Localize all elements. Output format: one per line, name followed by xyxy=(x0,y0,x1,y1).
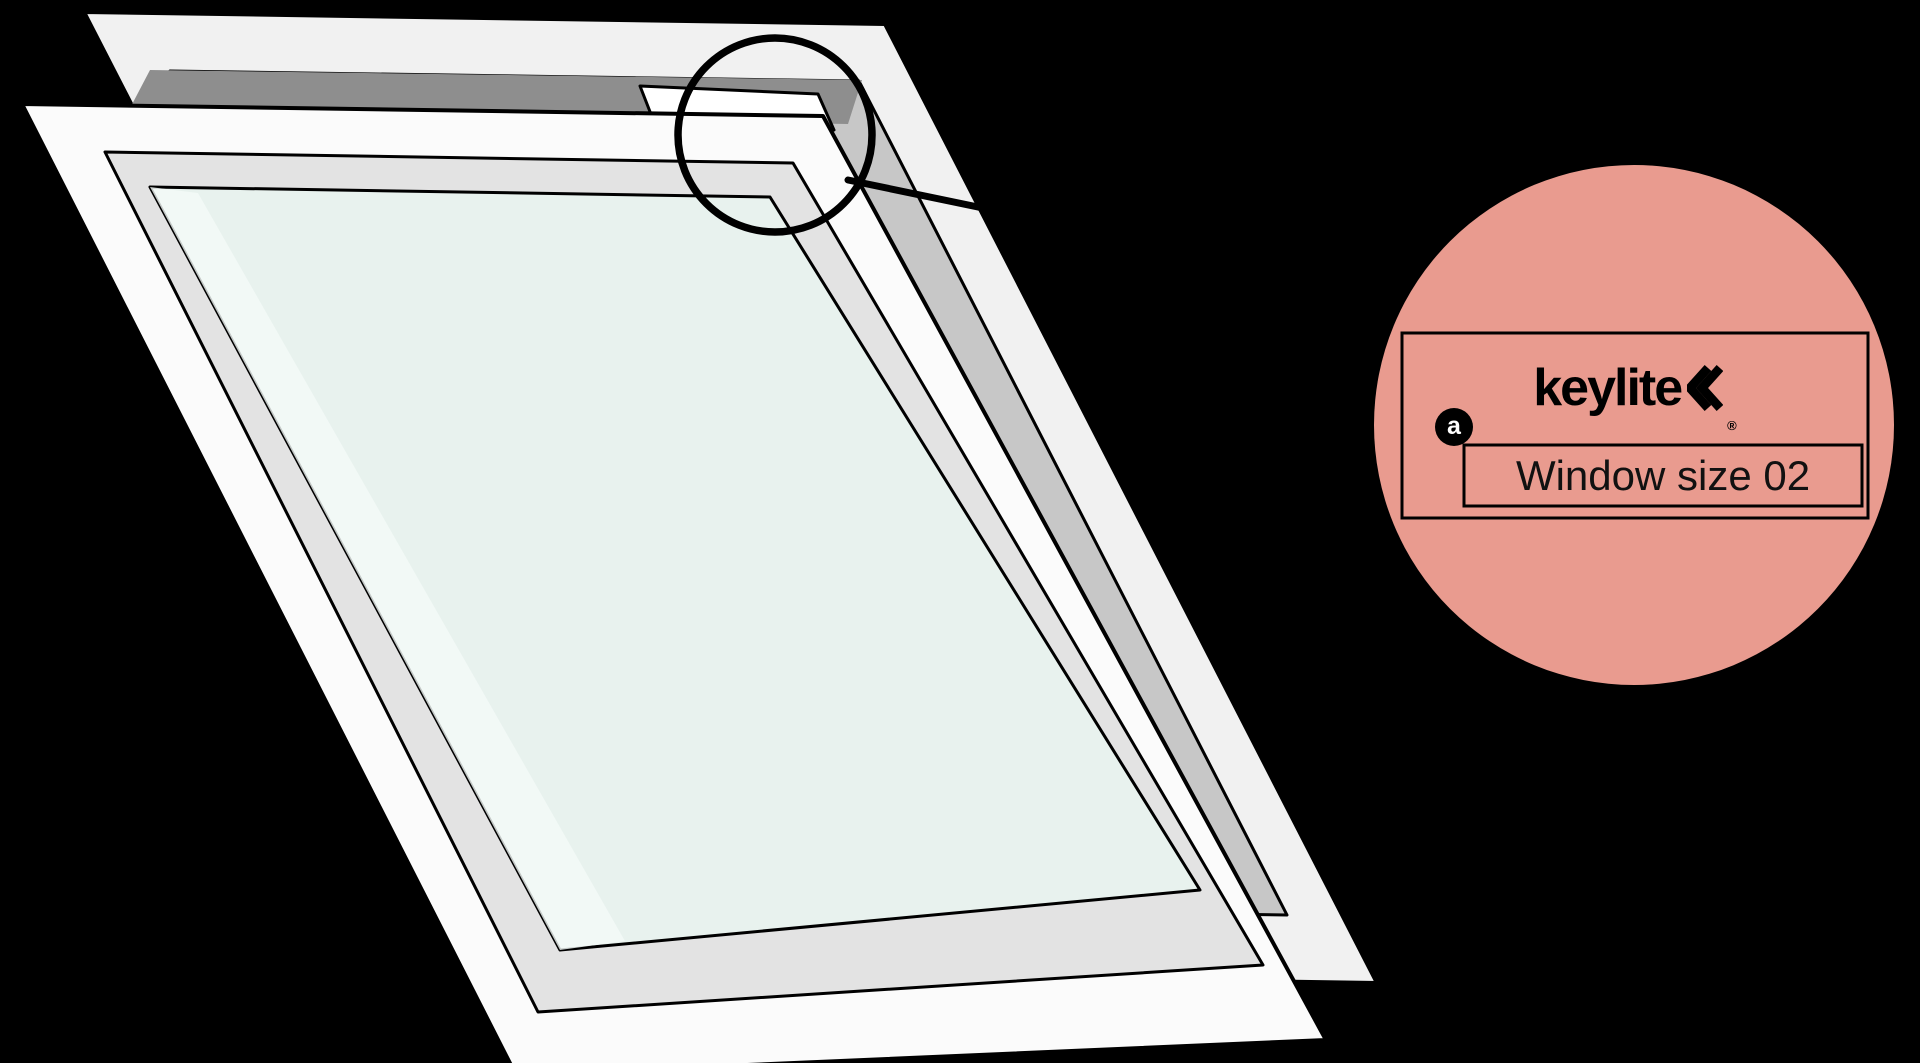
window-size-label: Window size 02 xyxy=(1515,451,1811,499)
glass-highlight xyxy=(150,187,625,950)
registered-mark: ® xyxy=(1727,418,1737,433)
step-badge-label: a xyxy=(1447,411,1461,440)
label-plate-outline xyxy=(1400,331,1870,520)
callout-pointer-line xyxy=(844,176,1006,216)
keylite-logo: keylite ® xyxy=(1402,335,1868,441)
magnifier-circle-icon xyxy=(674,34,876,236)
callout-circle xyxy=(1374,165,1894,685)
step-badge-circle xyxy=(1435,408,1473,446)
keylite-chevron-icon xyxy=(1687,364,1724,412)
window-size-box xyxy=(1462,443,1864,508)
keylite-wordmark: keylite xyxy=(1533,359,1683,417)
